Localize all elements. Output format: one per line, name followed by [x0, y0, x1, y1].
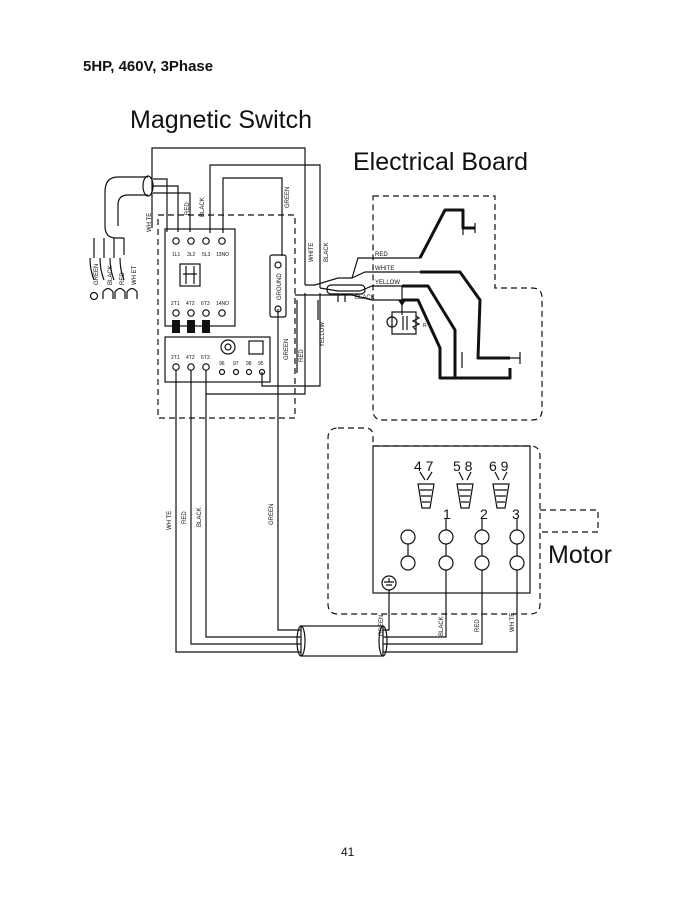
- contactor-label-6t3: 6T3: [201, 301, 210, 307]
- contactor-label-13no: 13NO: [216, 252, 229, 258]
- mid-wire-red-label: RED: [299, 349, 305, 362]
- switch-wire-white-label: WH TE: [147, 213, 153, 232]
- connector-label-4-7: 4 7: [414, 458, 434, 474]
- start-capacitor-circuit: R: [386, 286, 427, 335]
- board-wire-white-label: WHITE: [375, 266, 394, 272]
- contactor-label-3l2: 3L2: [187, 252, 196, 258]
- down-wire-white-label: WH TE: [167, 511, 173, 530]
- page-number: 41: [341, 845, 355, 859]
- overload-label-2t1: 2T1: [171, 355, 180, 361]
- contactor-label-1l1: 1L1: [172, 252, 181, 258]
- motor-shaft: [540, 509, 599, 533]
- board-wire-yellow-label: YELLOW: [375, 280, 400, 286]
- cord-wire-white-label: WH ET: [132, 265, 138, 285]
- down-wire-black-label: BLACK: [197, 507, 203, 527]
- overload-label-95: 95: [258, 361, 264, 367]
- motor-enclosure: [327, 427, 541, 615]
- mid-wire-green-label: GREEN: [284, 339, 290, 360]
- cord-wire-red-label: RED: [120, 272, 126, 285]
- motor-lead-green-label: GREEN: [379, 615, 385, 636]
- wire-nut-6-9: [492, 471, 510, 509]
- cord-wire-green-label: GREEN: [94, 264, 100, 285]
- wire-nut-4-7: [417, 471, 435, 509]
- ground-terminal-strip: GROUND: [269, 254, 287, 318]
- board-wire-red-label: RED: [375, 252, 388, 258]
- cord-wire-black-label: BLACK: [108, 265, 114, 285]
- motor-title: Motor: [548, 541, 612, 569]
- switch-wire-white2-label: WHITE: [309, 243, 315, 262]
- motor-terminal-label-1: 1: [443, 506, 451, 522]
- resistor-label: R: [423, 323, 427, 329]
- overload-label-4t2: 4T2: [186, 355, 195, 361]
- cable-clamp-upper: [326, 284, 366, 295]
- overload-label-97: 97: [233, 361, 239, 367]
- connector-label-6-9: 6 9: [489, 458, 509, 474]
- motor-junction-box: [372, 445, 531, 594]
- contactor: 1L1 3L2 5L3 13NO 2T1 4T2 6T3 14NO: [164, 228, 236, 333]
- mid-wire-yellow-label: YELLOW: [320, 322, 326, 347]
- plug: [89, 287, 138, 301]
- overload-label-98: 98: [246, 361, 252, 367]
- overload-label-6t3: 6T3: [201, 355, 210, 361]
- plug-prong-2: [114, 287, 126, 299]
- switch-wire-black-label: BLACK: [200, 197, 206, 217]
- motor-lead-white-label: WH TE: [510, 613, 516, 632]
- contactor-label-5l3: 5L3: [202, 252, 211, 258]
- overload-label-96: 96: [219, 361, 225, 367]
- contactor-label-14no: 14NO: [216, 301, 229, 307]
- motor-lead-black-label: BLACK: [439, 616, 445, 636]
- electrical-board-title: Electrical Board: [353, 148, 528, 176]
- page-title: 5HP, 460V, 3Phase: [83, 58, 214, 75]
- overload-relay: 2T1 4T2 6T3 96 97 98 95: [164, 336, 271, 383]
- power-cord: [89, 175, 191, 281]
- plug-ground-pin: [89, 291, 99, 301]
- switch-wire-green-label: GREEN: [285, 187, 291, 208]
- switch-wire-red-label: RED: [185, 202, 191, 215]
- motor-terminal-studs: [400, 518, 525, 571]
- motor-lead-red-label: RED: [475, 619, 481, 632]
- ground-label: GROUND: [277, 273, 283, 300]
- magnetic-switch-title: Magnetic Switch: [130, 106, 312, 134]
- motor-terminal-label-3: 3: [512, 506, 520, 522]
- contactor-label-2t1: 2T1: [171, 301, 180, 307]
- motor-terminal-label-2: 2: [480, 506, 488, 522]
- ground-screw: [381, 575, 397, 591]
- down-wire-green-label: GREEN: [269, 504, 275, 525]
- plug-prong-3: [126, 287, 138, 299]
- electrical-board-enclosure: [372, 195, 543, 421]
- connector-label-5-8: 5 8: [453, 458, 473, 474]
- switch-wire-black2-label: BLACK: [324, 242, 330, 262]
- down-wire-red-label: RED: [182, 511, 188, 524]
- plug-prong-1: [102, 287, 114, 299]
- contactor-label-4t2: 4T2: [186, 301, 195, 307]
- cable-bundle: [296, 625, 388, 657]
- wire-nut-5-8: [456, 471, 474, 509]
